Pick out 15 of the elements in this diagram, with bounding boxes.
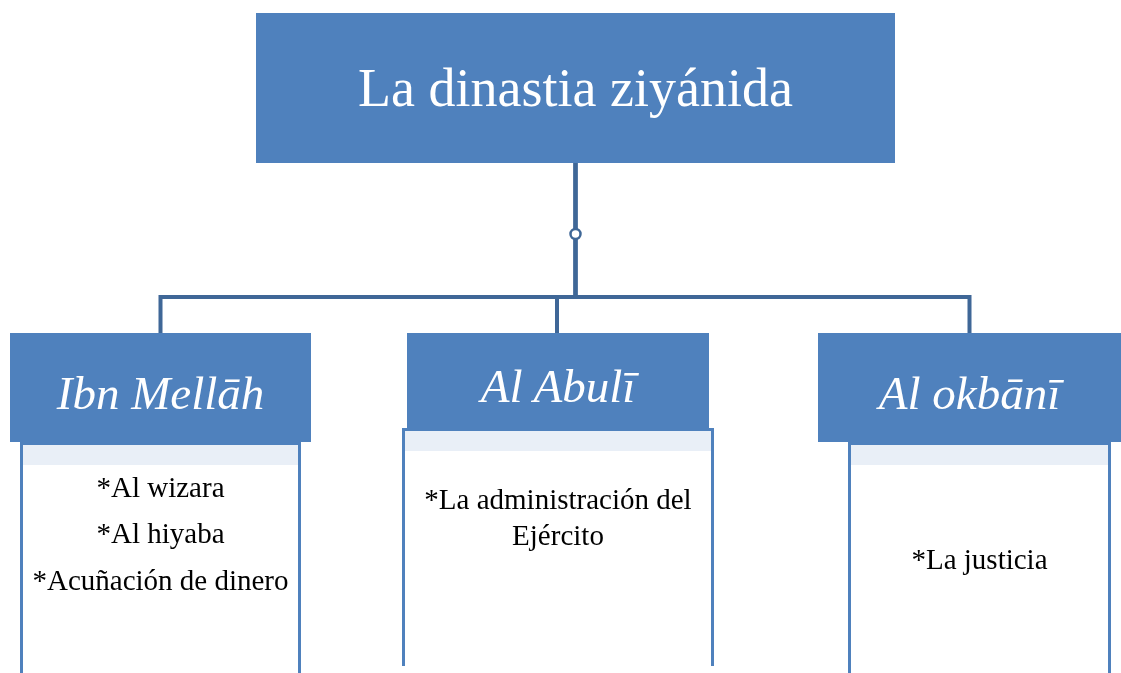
title-text: La dinastia ziyánida <box>358 57 793 119</box>
connector-line <box>573 163 972 333</box>
list-item: *Acuñación de dinero <box>32 562 289 598</box>
heading-text: Ibn Mellāh <box>56 365 265 420</box>
list-item: *La administración del Ejército <box>423 482 693 554</box>
content-box <box>402 428 714 666</box>
heading-box <box>407 333 709 428</box>
title-box <box>256 13 895 163</box>
content-box <box>848 442 1111 673</box>
heading-box <box>818 333 1121 442</box>
list-item: *Al wizara <box>96 470 225 505</box>
list-item: *La justicia <box>911 542 1048 577</box>
content-box <box>20 442 301 673</box>
heading-box <box>10 333 311 442</box>
list-item: *Al hiyaba <box>96 516 225 552</box>
